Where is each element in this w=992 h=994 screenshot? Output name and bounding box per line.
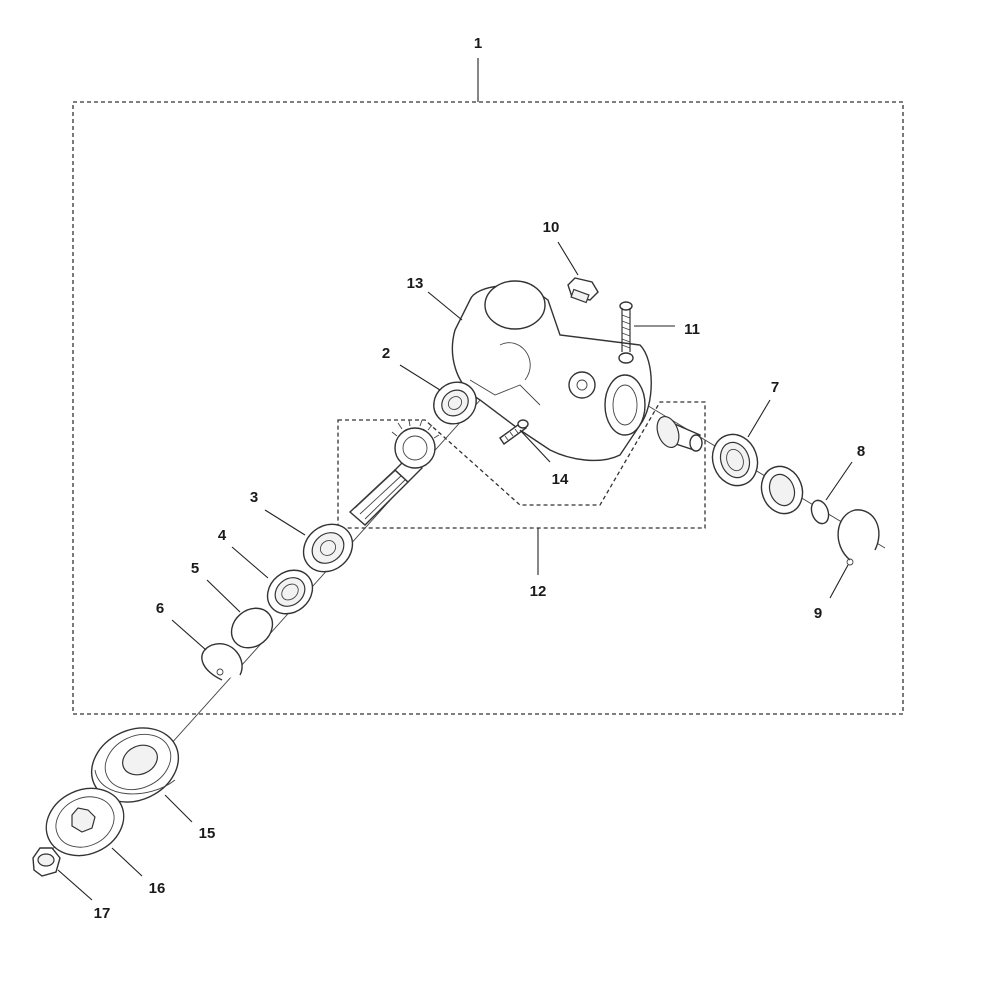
part-2-bearing xyxy=(433,381,477,425)
callout-3: 3 xyxy=(250,489,258,506)
part-4-seal xyxy=(266,569,314,615)
callout-1: 1 xyxy=(474,35,482,52)
part-11-screw xyxy=(618,301,634,364)
part-7-bearing xyxy=(711,433,759,487)
subassembly-boundary-12 xyxy=(337,401,706,529)
part-12-drive-shaft xyxy=(348,419,440,526)
callout-5: 5 xyxy=(191,560,199,577)
leader-15 xyxy=(164,794,193,823)
part-16-support-cup xyxy=(45,787,125,857)
leader-7 xyxy=(747,399,771,438)
leader-16 xyxy=(111,847,143,877)
part-10-plug xyxy=(567,277,599,304)
callout-9: 9 xyxy=(814,605,822,622)
part-8-snap-ring xyxy=(810,499,830,525)
part-9-circlip xyxy=(837,509,880,566)
part-13-gear-housing xyxy=(451,280,652,462)
leader-10 xyxy=(557,241,579,276)
leader-9 xyxy=(829,564,849,599)
leader-2 xyxy=(399,364,441,391)
leader-8 xyxy=(825,461,853,501)
leader-4 xyxy=(231,546,269,579)
callout-13: 13 xyxy=(407,275,424,292)
leader-6 xyxy=(171,619,207,651)
part-14-screw xyxy=(499,419,529,445)
leader-13 xyxy=(427,291,463,321)
callout-16: 16 xyxy=(149,880,166,897)
part-5-washer xyxy=(230,607,274,649)
leader-5 xyxy=(206,579,241,613)
callout-2: 2 xyxy=(382,345,390,362)
leader-3 xyxy=(264,509,306,536)
callout-11: 11 xyxy=(684,321,700,338)
callout-8: 8 xyxy=(857,443,865,460)
callout-4: 4 xyxy=(218,527,227,544)
part-7-bearing-2 xyxy=(760,465,804,515)
leader-17 xyxy=(57,869,93,901)
callout-14: 14 xyxy=(552,471,569,488)
part-3-bearing xyxy=(302,523,354,573)
part-15-flange xyxy=(90,727,180,803)
callout-12: 12 xyxy=(530,583,547,600)
part-6-circlip xyxy=(201,642,243,681)
callout-6: 6 xyxy=(156,600,164,617)
callout-15: 15 xyxy=(199,825,216,842)
callout-7: 7 xyxy=(771,379,779,396)
assembly-boundary-1 xyxy=(72,101,904,715)
callout-10: 10 xyxy=(543,219,560,236)
leader-14 xyxy=(519,429,551,463)
callout-17: 17 xyxy=(94,905,111,922)
part-17-nut xyxy=(32,847,61,877)
part-12-pinion-gear xyxy=(656,415,703,452)
